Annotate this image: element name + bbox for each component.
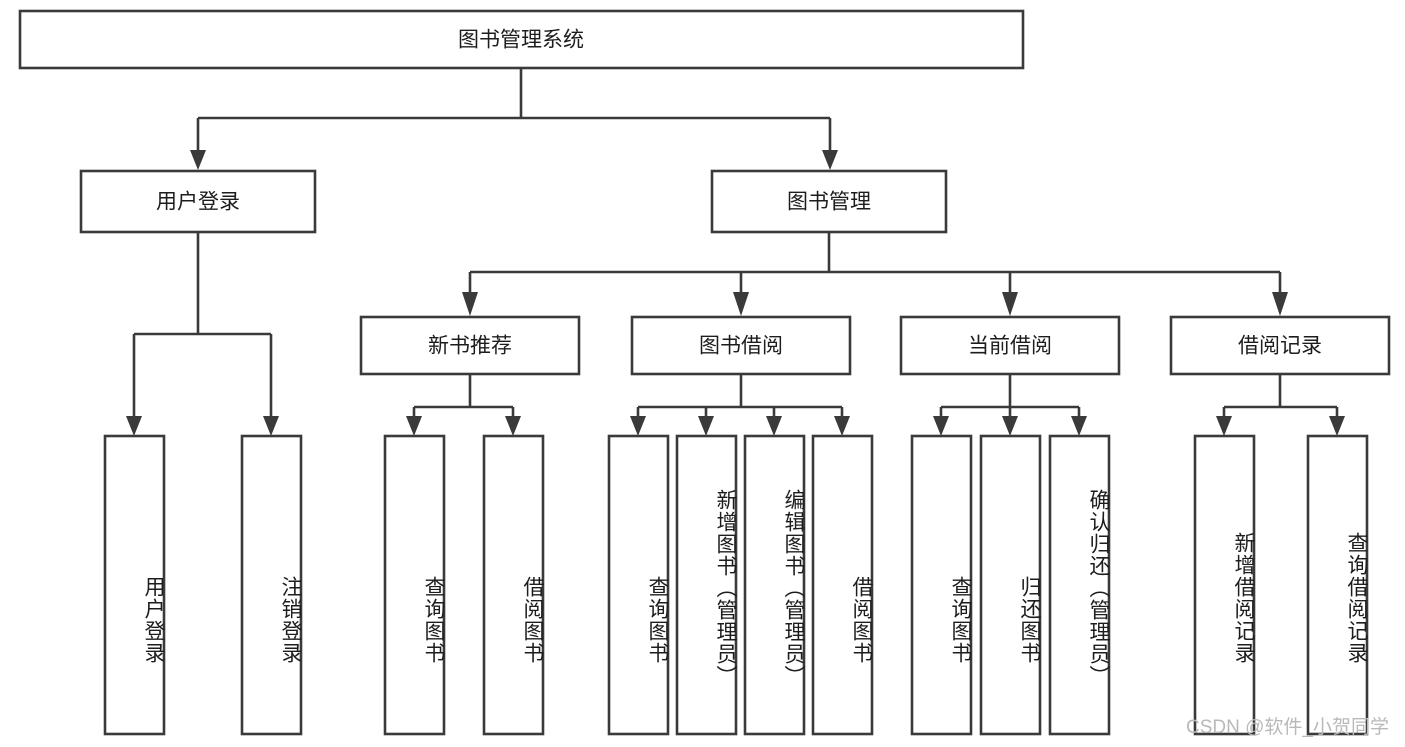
leaf-box-borrow-1[interactable] xyxy=(607,434,670,736)
connector-user-login-to-leaves xyxy=(126,232,279,436)
connector-borrow-record-to-leaves xyxy=(1216,374,1345,436)
leaf-box-record-2[interactable] xyxy=(1306,434,1369,736)
arrow-head-icon xyxy=(1329,416,1345,436)
node-root-rect[interactable] xyxy=(18,9,1025,70)
node-new-book-recommend-label: 新书推荐 xyxy=(428,335,512,358)
arrow-head-icon xyxy=(822,150,838,170)
node-borrow-record[interactable]: 借阅记录 xyxy=(1169,315,1391,376)
leaf-box-recommend-2[interactable] xyxy=(482,434,545,736)
leaf-box-user-login-1[interactable] xyxy=(103,434,166,736)
arrow-head-icon xyxy=(1071,416,1087,436)
leaf-box-record-1[interactable] xyxy=(1193,434,1256,736)
leaf-box-current-2[interactable] xyxy=(979,434,1042,736)
node-borrow-record-label: 借阅记录 xyxy=(1238,335,1322,358)
leaf-box-user-login-2[interactable] xyxy=(240,434,303,736)
connector-root-to-level2 xyxy=(190,68,838,170)
arrow-head-icon xyxy=(505,416,521,436)
node-book-borrow-label: 图书借阅 xyxy=(699,335,783,358)
leaf-box-borrow-4[interactable] xyxy=(811,434,874,736)
arrow-head-icon xyxy=(698,416,714,436)
node-current-borrow-rect[interactable] xyxy=(899,315,1121,376)
node-user-login[interactable]: 用户登录 xyxy=(79,169,317,234)
node-book-management[interactable]: 图书管理 xyxy=(710,169,948,234)
leaf-box-recommend-1[interactable] xyxy=(383,434,446,736)
connector-book-borrow-to-leaves xyxy=(630,374,850,436)
arrow-head-icon xyxy=(462,292,478,316)
arrow-head-icon xyxy=(630,416,646,436)
leaf-box-current-1[interactable] xyxy=(910,434,973,736)
connector-new-book-recommend-to-leaves xyxy=(406,374,521,436)
connector-book-management-to-level3 xyxy=(462,232,1288,316)
arrow-head-icon xyxy=(1216,416,1232,436)
node-new-book-recommend-rect[interactable] xyxy=(359,315,581,376)
watermark-text: CSDN @软件_小贺同学 xyxy=(1186,717,1389,738)
arrow-head-icon xyxy=(1272,292,1288,316)
arrow-head-icon xyxy=(406,416,422,436)
arrow-head-icon xyxy=(1002,416,1018,436)
node-book-borrow[interactable]: 图书借阅 xyxy=(630,315,852,376)
connector-current-borrow-to-leaves xyxy=(933,374,1087,436)
arrow-head-icon xyxy=(834,416,850,436)
node-user-login-rect[interactable] xyxy=(79,169,317,234)
node-user-login-label: 用户登录 xyxy=(156,191,240,214)
arrow-head-icon xyxy=(1002,292,1018,316)
arrow-head-icon xyxy=(766,416,782,436)
node-book-management-label: 图书管理 xyxy=(787,191,871,214)
node-current-borrow-label: 当前借阅 xyxy=(968,335,1052,358)
leaf-box-borrow-3[interactable] xyxy=(743,434,806,736)
arrow-head-icon xyxy=(126,416,142,436)
arrow-head-icon xyxy=(933,416,949,436)
node-new-book-recommend[interactable]: 新书推荐 xyxy=(359,315,581,376)
arrow-head-icon xyxy=(190,150,206,170)
node-root[interactable]: 图书管理系统 xyxy=(18,9,1025,70)
node-current-borrow[interactable]: 当前借阅 xyxy=(899,315,1121,376)
leaf-box-current-3[interactable] xyxy=(1048,434,1111,736)
node-root-label: 图书管理系统 xyxy=(458,29,584,52)
arrow-head-icon xyxy=(733,292,749,316)
leaf-box-borrow-2[interactable] xyxy=(675,434,738,736)
arrow-head-icon xyxy=(263,416,279,436)
